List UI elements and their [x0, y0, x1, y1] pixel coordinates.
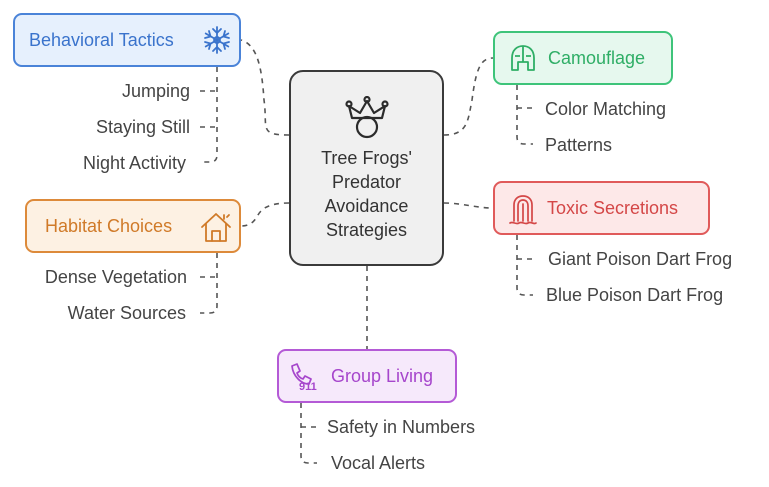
- node-label: Habitat Choices: [45, 215, 173, 236]
- node-habitat-choices: Habitat Choices: [25, 199, 241, 253]
- central-topic: Tree Frogs' Predator Avoidance Strategie…: [289, 70, 444, 266]
- node-label: Camouflage: [548, 47, 646, 68]
- leaf-giant-poison-dart-frog: Giant Poison Dart Frog: [548, 249, 733, 269]
- house-icon: [201, 213, 231, 242]
- crown-icon: [344, 96, 389, 139]
- node-behavioral-tactics: Behavioral Tactics: [13, 13, 241, 67]
- node-label: Toxic Secretions: [547, 197, 679, 218]
- leaf-color-matching: Color Matching: [545, 99, 667, 119]
- node-toxic-secretions: Toxic Secretions: [493, 181, 710, 235]
- fingerprint-icon: [509, 195, 537, 225]
- node-camouflage: Camouflage: [493, 31, 673, 85]
- helmet-icon: [511, 45, 535, 71]
- phone-911-text: 911: [299, 381, 317, 392]
- leaf-patterns: Patterns: [545, 135, 613, 155]
- leaf-night-activity: Night Activity: [82, 153, 186, 173]
- central-title: Tree Frogs' Predator Avoidance Strategie…: [321, 148, 412, 240]
- node-group-living: 911 Group Living: [277, 349, 457, 403]
- leaf-safety-in-numbers: Safety in Numbers: [327, 417, 476, 437]
- leaf-blue-poison-dart-frog: Blue Poison Dart Frog: [546, 285, 724, 305]
- leaf-jumping: Jumping: [121, 81, 190, 101]
- node-label: Behavioral Tactics: [29, 29, 174, 50]
- leaf-dense-vegetation: Dense Vegetation: [44, 267, 187, 287]
- phone-911-icon: 911: [291, 363, 317, 392]
- leaf-water-sources: Water Sources: [67, 303, 186, 323]
- leaf-staying-still: Staying Still: [95, 117, 190, 137]
- node-label: Group Living: [331, 365, 434, 386]
- leaf-vocal-alerts: Vocal Alerts: [331, 453, 426, 473]
- snowflake-icon: [204, 26, 230, 54]
